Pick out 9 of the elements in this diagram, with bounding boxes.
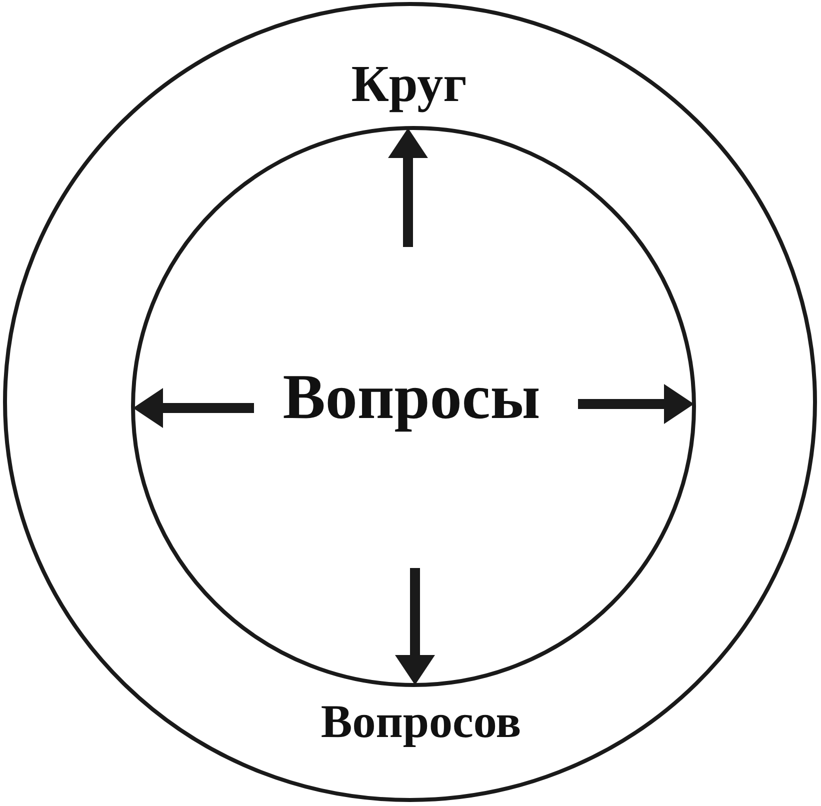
outer-circle (3, 2, 817, 802)
arrow (395, 568, 435, 685)
ring-label: Круг (351, 55, 467, 115)
arrow (133, 388, 254, 428)
ring-label: Вопросов (320, 695, 522, 750)
arrow (578, 384, 694, 424)
center-label: Вопросы (282, 360, 540, 434)
inner-circle (131, 126, 696, 687)
arrow (388, 128, 428, 247)
